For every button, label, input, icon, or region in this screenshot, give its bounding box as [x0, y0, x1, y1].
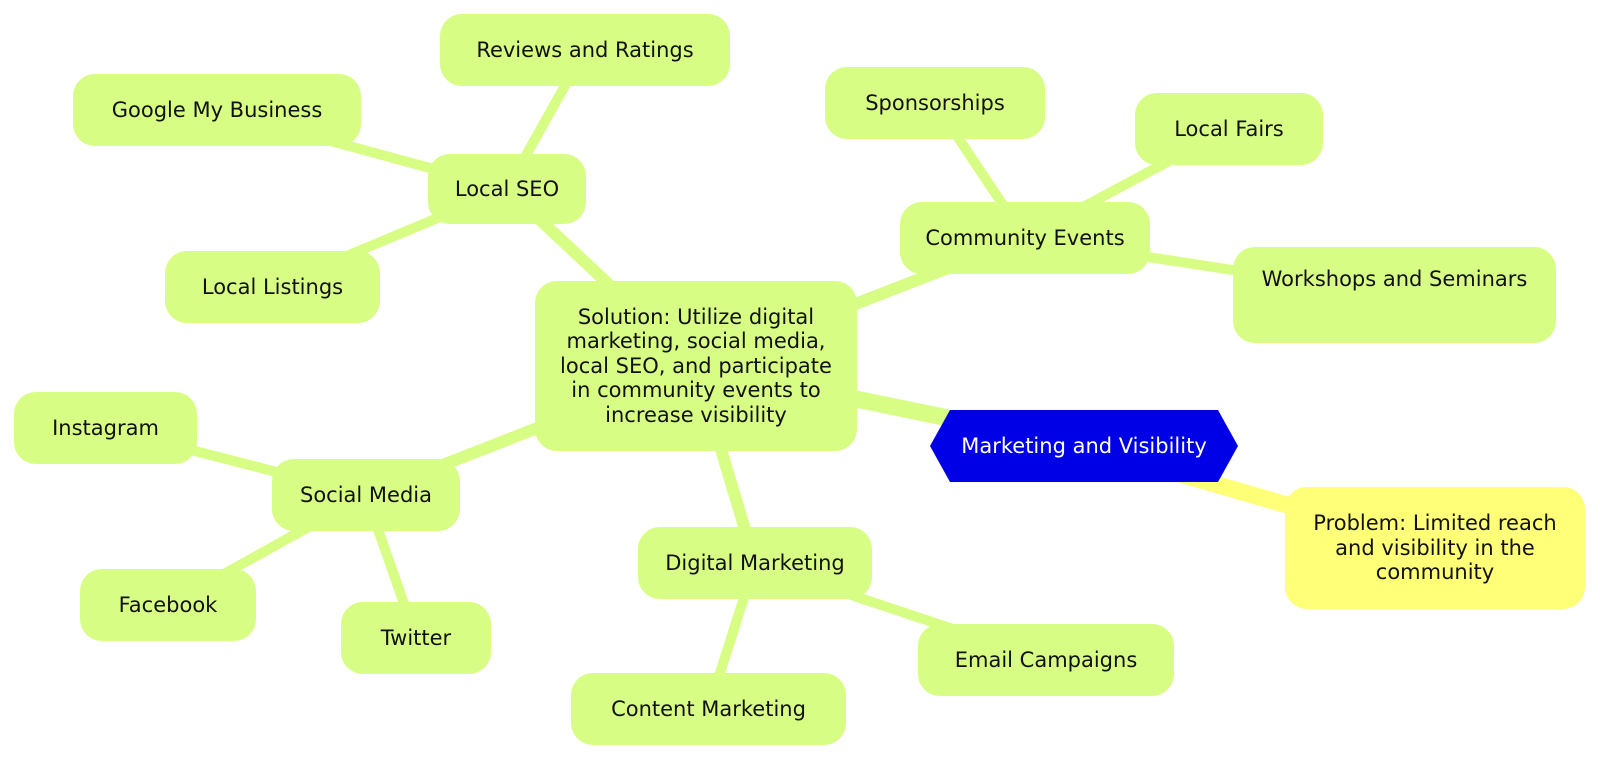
node-sponsorships[interactable]: Sponsorships	[825, 67, 1045, 139]
node-workshops-and-seminars[interactable]: Workshops and Seminars	[1233, 247, 1556, 343]
node-local-seo[interactable]: Local SEO	[428, 154, 586, 224]
node-content-marketing[interactable]: Content Marketing	[571, 673, 846, 745]
node-label: Local SEO	[454, 176, 560, 201]
node-twitter[interactable]: Twitter	[341, 602, 491, 674]
node-label: Problem: Limited reach and visibility in…	[1313, 511, 1557, 585]
node-label: Twitter	[380, 625, 452, 650]
node-label: Content Marketing	[611, 696, 806, 721]
root-hexagon-shape	[930, 410, 1238, 482]
node-google-my-business[interactable]: Google My Business	[73, 74, 361, 146]
root-node-label: Marketing and Visibility	[961, 434, 1207, 458]
node-local-fairs[interactable]: Local Fairs	[1135, 93, 1323, 165]
node-email-campaigns[interactable]: Email Campaigns	[918, 624, 1174, 696]
node-label: Email Campaigns	[954, 647, 1138, 672]
node-social-media[interactable]: Social Media	[272, 459, 460, 531]
node-label: Solution: Utilize digital marketing, soc…	[560, 304, 832, 427]
node-label: Local Listings	[201, 274, 344, 299]
node-label: Community Events	[925, 225, 1125, 250]
node-community-events[interactable]: Community Events	[900, 202, 1150, 274]
node-label: Social Media	[299, 482, 432, 507]
node-solution[interactable]: Solution: Utilize digital marketing, soc…	[535, 281, 857, 451]
node-label: Facebook	[118, 592, 218, 617]
node-digital-marketing[interactable]: Digital Marketing	[638, 527, 872, 599]
node-label: Sponsorships	[865, 90, 1005, 115]
node-label: Google My Business	[111, 97, 323, 122]
node-label: Reviews and Ratings	[476, 37, 694, 62]
node-local-listings[interactable]: Local Listings	[165, 251, 380, 323]
node-label: Instagram	[52, 415, 159, 440]
node-facebook[interactable]: Facebook	[80, 569, 256, 641]
root-node-marketing-and-visibility[interactable]: Marketing and Visibility	[930, 410, 1238, 482]
node-problem[interactable]: Problem: Limited reach and visibility in…	[1285, 487, 1585, 609]
node-instagram[interactable]: Instagram	[14, 392, 197, 464]
node-label: Workshops and Seminars	[1261, 267, 1528, 291]
node-reviews-and-ratings[interactable]: Reviews and Ratings	[440, 14, 730, 86]
node-label: Digital Marketing	[665, 550, 845, 575]
node-label: Local Fairs	[1174, 116, 1284, 141]
